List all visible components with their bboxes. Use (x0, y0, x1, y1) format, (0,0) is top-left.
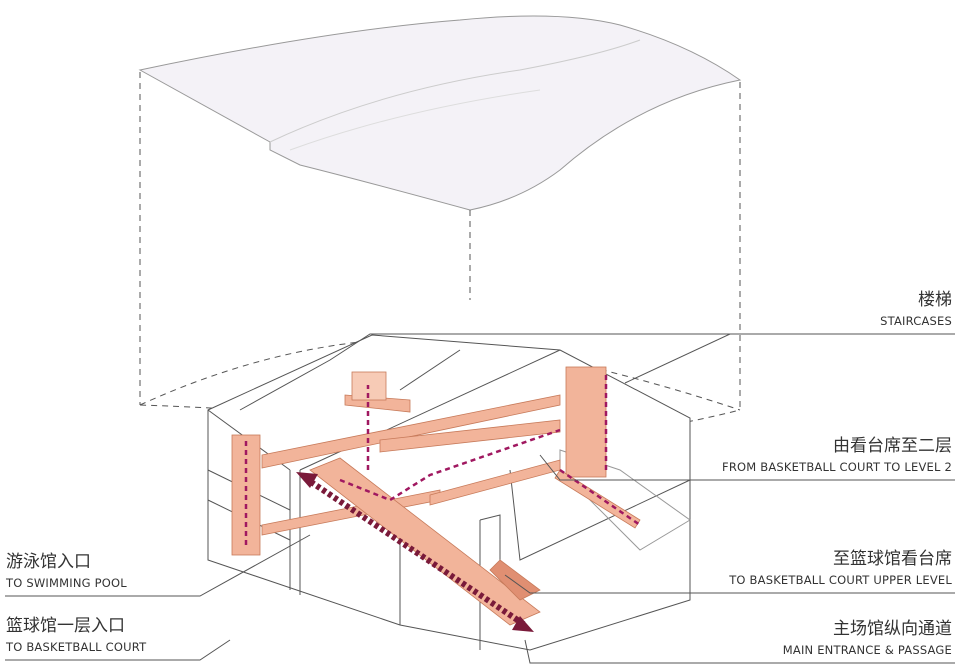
main-passage-arrow (296, 472, 534, 632)
label-basketball-court: 篮球馆一层入口 TO BASKETBALL COURT (6, 616, 146, 654)
circulation-paths (231, 366, 641, 626)
roof-shell (138, 15, 742, 211)
label-en: FROM BASKETBALL COURT TO LEVEL 2 (722, 460, 952, 474)
label-zh: 楼梯 (918, 290, 952, 310)
label-zh: 由看台席至二层 (833, 436, 952, 456)
label-en: TO BASKETBALL COURT UPPER LEVEL (729, 573, 952, 587)
label-to-upper-level: 至篮球馆看台席 TO BASKETBALL COURT UPPER LEVEL (729, 549, 952, 587)
label-zh: 游泳馆入口 (6, 552, 91, 572)
label-main-entrance: 主场馆纵向通道 MAIN ENTRANCE & PASSAGE (783, 619, 952, 657)
flow-arrows (244, 375, 641, 545)
label-zh: 主场馆纵向通道 (833, 619, 952, 639)
label-en: STAIRCASES (880, 314, 952, 328)
label-zh: 篮球馆一层入口 (6, 616, 125, 636)
leader-lines (5, 333, 955, 664)
label-swimming-pool: 游泳馆入口 TO SWIMMING POOL (6, 552, 127, 590)
label-en: TO BASKETBALL COURT (6, 640, 147, 654)
label-to-level2: 由看台席至二层 FROM BASKETBALL COURT TO LEVEL 2 (722, 436, 952, 474)
label-en: MAIN ENTRANCE & PASSAGE (782, 643, 952, 657)
label-zh: 至篮球馆看台席 (833, 549, 952, 569)
label-staircases: 楼梯 STAIRCASES (880, 290, 952, 328)
label-en: TO SWIMMING POOL (6, 576, 127, 590)
